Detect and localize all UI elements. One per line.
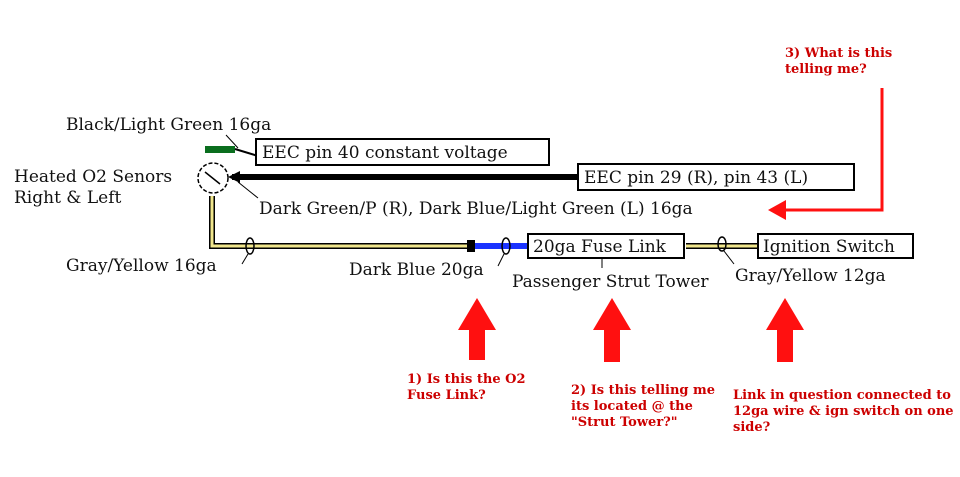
question-4-line1: Link in question connected to: [733, 388, 951, 403]
question-4-line3: side?: [733, 420, 771, 435]
wire-mark-tail: [723, 250, 735, 265]
green-wire: [205, 146, 235, 153]
wire-mark-icon: [717, 236, 727, 252]
question-2-line1: 2) Is this telling me: [571, 383, 715, 398]
wire-mark-icon: [501, 237, 511, 255]
black-green-label: Black/Light Green 16ga: [66, 115, 271, 135]
eec-pin29-label: EEC pin 29 (R), pin 43 (L): [584, 168, 808, 188]
black-wire-arrowhead: [228, 171, 240, 183]
sensor-label-line2: Right & Left: [14, 188, 121, 208]
sensor-label-line1: Heated O2 Senors: [14, 167, 172, 187]
question-4-line2: 12ga wire & ign switch on one: [733, 404, 954, 419]
gray-yellow-16-label: Gray/Yellow 16ga: [66, 256, 217, 276]
wire-mark-icon: [245, 237, 255, 255]
ignition-switch-label: Ignition Switch: [763, 237, 895, 257]
dark-green-leader: [237, 181, 259, 199]
eec-pin40-label: EEC pin 40 constant voltage: [262, 143, 508, 163]
dark-blue-20-label: Dark Blue 20ga: [349, 260, 484, 280]
question-2-line3: "Strut Tower?": [571, 415, 678, 430]
up-arrow-icon: [766, 298, 804, 362]
up-arrow-icon: [593, 298, 631, 362]
question-1-line2: Fuse Link?: [407, 388, 486, 403]
eec-pin40-box: [255, 138, 550, 166]
wire-mark-tail: [241, 253, 249, 265]
gray-yellow-12-label: Gray/Yellow 12ga: [735, 266, 886, 286]
question-2-line2: its located @ the: [571, 399, 693, 414]
fuse-link-box: [527, 233, 685, 259]
eec-pin29-box: [577, 163, 855, 191]
fuse-link-label: 20ga Fuse Link: [533, 237, 667, 257]
annotation-arrow-3: [768, 88, 884, 220]
gray-yellow-16ga-wire-fill: [210, 196, 472, 248]
sensor-pin-lines: [204, 171, 221, 185]
wire-connector: [467, 240, 475, 252]
up-arrow-icon: [458, 298, 496, 360]
question-3-line2: telling me?: [785, 62, 867, 77]
ignition-switch-box: [757, 233, 914, 259]
question-1-line1: 1) Is this the O2: [407, 372, 526, 387]
dark-green-label: Dark Green/P (R), Dark Blue/Light Green …: [259, 199, 693, 219]
strut-tower-label: Passenger Strut Tower: [512, 272, 709, 292]
wires: [197, 134, 758, 268]
green-wire-lead: [234, 148, 259, 157]
wire-mark-tail: [497, 253, 505, 267]
question-3-line1: 3) What is this: [785, 46, 892, 61]
black-green-leader: [225, 134, 239, 149]
